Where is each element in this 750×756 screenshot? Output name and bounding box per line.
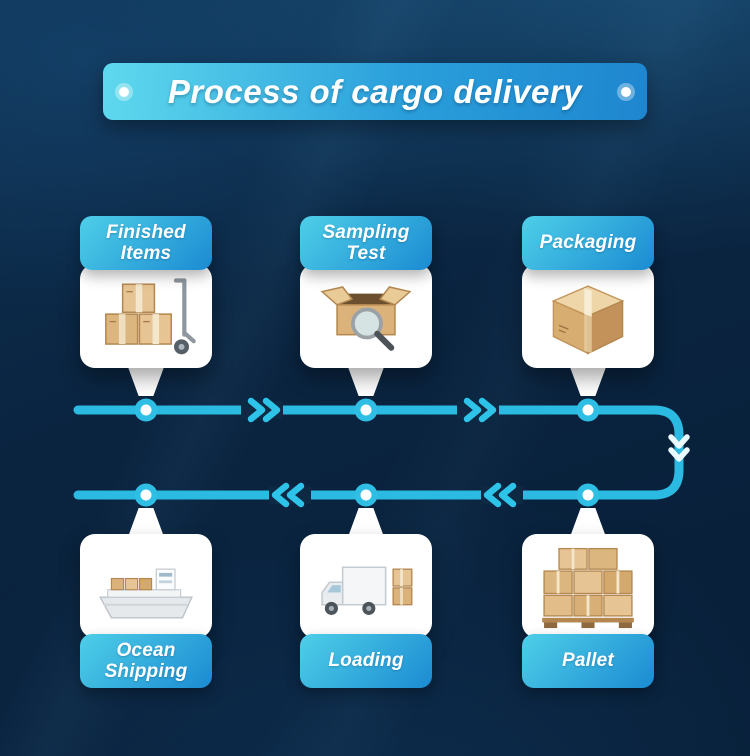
- step-loading: Loading: [300, 508, 432, 694]
- flow-line: [73, 405, 684, 500]
- step-card: [300, 534, 432, 638]
- open-box-magnifier-icon: [320, 286, 412, 351]
- step-card: [300, 264, 432, 368]
- title-banner: Process of cargo delivery: [103, 63, 647, 120]
- step-card: [80, 534, 212, 638]
- flow-node: [354, 398, 378, 422]
- chevron-left-icon: [483, 482, 517, 508]
- step-packaging: Packaging: [522, 216, 654, 396]
- banner-dot-right-icon: [621, 86, 631, 97]
- step-label: Ocean Shipping: [104, 639, 188, 682]
- page-title: Process of cargo delivery: [167, 72, 583, 110]
- step-card: [522, 264, 654, 368]
- stacked-boxes-handtruck-icon: [105, 278, 196, 355]
- cargo-ship-icon: [99, 568, 193, 619]
- flow-node: [576, 483, 600, 507]
- chevron-down-icon: [668, 434, 690, 462]
- step-label: Sampling Test: [322, 221, 410, 264]
- banner-dot-left-icon: [119, 86, 129, 97]
- flow-node: [354, 483, 378, 507]
- flow-path: [73, 397, 690, 508]
- step-pallet: Pallet: [522, 508, 654, 694]
- step-card: [522, 534, 654, 638]
- step-label: Finished Items: [106, 221, 186, 264]
- chevron-left-icon: [271, 482, 305, 508]
- step-label: Pallet: [562, 650, 614, 672]
- truck-loading-icon: [321, 566, 413, 615]
- step-label-badge: Sampling Test: [300, 216, 432, 270]
- chevron-right-icon: [247, 397, 281, 423]
- sealed-box-icon: [551, 285, 625, 355]
- step-label-badge: Finished Items: [80, 216, 212, 270]
- step-label-badge: Packaging: [522, 216, 654, 270]
- step-label-badge: Loading: [300, 634, 432, 688]
- chevron-right-icon: [463, 397, 497, 423]
- step-ocean-shipping: Ocean Shipping: [80, 508, 212, 694]
- step-sampling-test: Sampling Test: [300, 216, 432, 396]
- step-card: [80, 264, 212, 368]
- step-label-badge: Ocean Shipping: [80, 634, 212, 688]
- step-label-badge: Pallet: [522, 634, 654, 688]
- pallet-boxes-icon: [542, 547, 634, 629]
- step-label: Packaging: [539, 232, 637, 254]
- step-label: Loading: [328, 650, 404, 672]
- flow-node: [134, 398, 158, 422]
- flow-node: [576, 398, 600, 422]
- step-finished-items: Finished Items: [80, 216, 212, 396]
- flow-node: [134, 483, 158, 507]
